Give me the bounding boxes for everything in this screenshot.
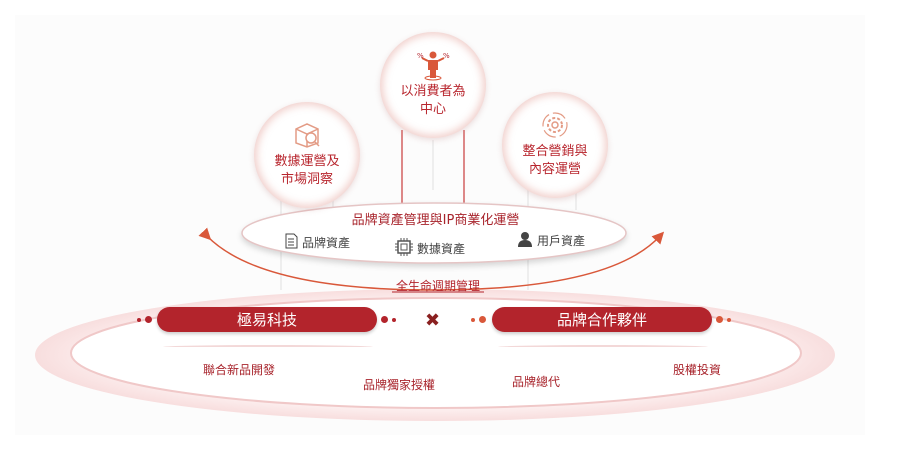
pillar-label-line1: 以消費者為: [400, 84, 466, 99]
decor-dot: [479, 316, 486, 323]
pillar-label-line2: 內容運營: [528, 162, 581, 177]
asset-data: 數據資產: [395, 238, 465, 259]
divider: [163, 345, 373, 349]
partner-pill-brands: 品牌合作夥伴: [492, 307, 712, 332]
pillar-label-line1: 數據運營及: [274, 154, 340, 169]
platform-title: 品牌資產管理與IP商業化運營: [351, 213, 520, 228]
document-list-icon: [285, 233, 298, 252]
asset-label: 品牌資產: [302, 236, 351, 250]
partner-pill-jiyi: 極易科技: [157, 307, 377, 332]
user-icon: [517, 231, 533, 250]
lifecycle-arc: [198, 227, 665, 291]
decor-dot: [727, 318, 731, 322]
pillar-data-operations: 數據運營及 市場洞察: [254, 102, 360, 208]
cross-icon: ✖: [425, 310, 441, 331]
asset-user: 用戶資產: [517, 231, 585, 250]
pillar-label-line1: 整合營銷與: [522, 144, 588, 159]
consumer-person-icon: %%: [416, 51, 450, 81]
svg-text:%: %: [443, 52, 450, 60]
pillar-integrated-marketing: 整合營銷與 內容運營: [502, 92, 608, 198]
asset-label: 數據資產: [417, 242, 466, 256]
service-general-agency: 品牌總代: [512, 375, 561, 389]
service-joint-development: 聯合新品開發: [203, 363, 276, 377]
box-search-icon: [292, 121, 322, 149]
platform-ellipse: [241, 202, 627, 264]
lifecycle-label: 全生命週期管理: [395, 279, 480, 293]
decor-dot: [392, 318, 396, 322]
pillar-label-line2: 中心: [419, 102, 446, 117]
divider: [498, 345, 708, 349]
gear-cycle-icon: [540, 111, 570, 139]
pillar-consumer-centric: %% 以消費者為 中心: [380, 32, 486, 138]
pillar-label-line2: 市場洞察: [280, 172, 333, 187]
service-exclusive-license: 品牌獨家授權: [363, 378, 436, 392]
decor-dot: [381, 316, 388, 323]
decor-dot: [137, 318, 141, 322]
asset-brand: 品牌資產: [285, 233, 350, 252]
chip-data-icon: [395, 238, 413, 259]
asset-label: 用戶資產: [537, 234, 586, 248]
decor-dot: [471, 318, 475, 322]
svg-text:%: %: [417, 52, 424, 60]
decor-dot: [716, 316, 723, 323]
decor-dot: [145, 316, 152, 323]
service-equity-investment: 股權投資: [673, 363, 722, 377]
